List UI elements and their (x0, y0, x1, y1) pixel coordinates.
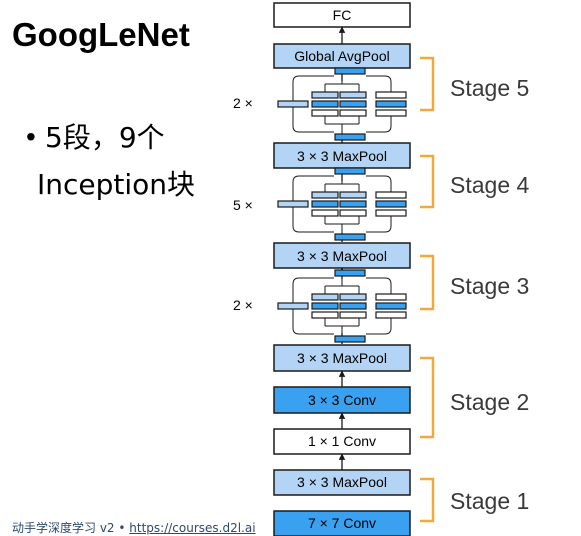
inception-block-stage5 (277, 67, 407, 141)
block-global-avgpool: Global AvgPool (273, 43, 411, 69)
stage-brackets (420, 56, 435, 523)
block-maxpool-stage3: 3 × 3 MaxPool (273, 344, 411, 372)
svg-text:3 × 3 MaxPool: 3 × 3 MaxPool (297, 350, 387, 366)
stage-2-label: Stage 2 (450, 389, 529, 415)
svg-text:3 × 3 MaxPool: 3 × 3 MaxPool (297, 474, 387, 490)
stage-4-label: Stage 4 (450, 172, 529, 198)
block-conv-3x3: 3 × 3 Conv (273, 386, 411, 414)
svg-text:3 × 3 MaxPool: 3 × 3 MaxPool (297, 148, 387, 164)
multiplier-stage5: 2 × (233, 95, 253, 111)
svg-text:3 × 3 MaxPool: 3 × 3 MaxPool (297, 248, 387, 264)
bullet-dot: • (26, 121, 36, 152)
multiplier-stage3: 2 × (233, 297, 253, 313)
stage-1-label: Stage 1 (450, 488, 529, 514)
stage-5-label: Stage 5 (450, 75, 529, 101)
stage-3-label: Stage 3 (450, 273, 529, 299)
block-maxpool-stage5: 3 × 3 MaxPool (273, 142, 411, 169)
block-maxpool-stage4: 3 × 3 MaxPool (273, 242, 411, 269)
svg-text:1 × 1 Conv: 1 × 1 Conv (308, 433, 376, 449)
footer-link[interactable]: https://courses.d2l.ai (129, 521, 256, 535)
bullet-line-2: Inception块 (37, 168, 196, 201)
footer-text: 动手学深度学习 v2 • (12, 521, 130, 535)
block-conv-7x7: 7 × 7 Conv (273, 510, 411, 536)
svg-text:3 × 3 Conv: 3 × 3 Conv (308, 392, 376, 408)
slide-title: GoogLeNet (12, 16, 190, 53)
svg-text:Global AvgPool: Global AvgPool (294, 48, 389, 64)
inception-block-stage4 (277, 167, 407, 241)
footer: 动手学深度学习 v2 • https://courses.d2l.ai (12, 519, 256, 536)
bullet-line-1: 5段，9个 (45, 121, 165, 154)
svg-text:7 × 7 Conv: 7 × 7 Conv (308, 515, 376, 531)
multiplier-stage4: 5 × (233, 197, 253, 213)
block-maxpool-stage1: 3 × 3 MaxPool (273, 469, 411, 496)
inception-block-stage3 (277, 269, 407, 343)
block-fc: FC (273, 2, 411, 28)
block-conv-1x1: 1 × 1 Conv (273, 428, 411, 455)
svg-text:FC: FC (333, 7, 352, 23)
